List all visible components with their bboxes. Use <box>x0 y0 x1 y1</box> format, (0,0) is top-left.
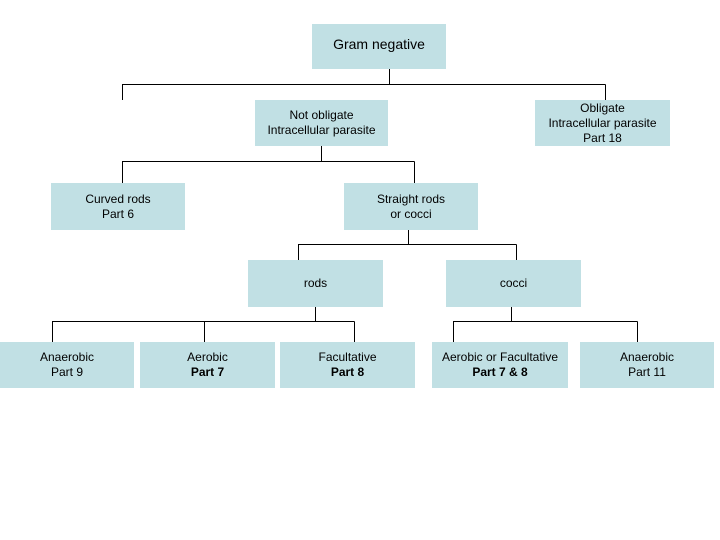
connector-root <box>122 69 606 100</box>
node-text-line: rods <box>303 276 328 290</box>
node-text-line: Not obligate <box>289 108 354 122</box>
connector-rods <box>52 307 355 342</box>
node-text-line: Curved rods <box>85 191 151 206</box>
node-text-line: Part 8 <box>330 365 365 379</box>
node-text-line: Gram negative <box>333 36 425 52</box>
node-rods: rods <box>248 260 383 307</box>
node-text-line: Anaerobic <box>39 350 95 364</box>
node-text-line: Part 9 <box>50 365 83 379</box>
node-text-line: Aerobic or Facultative <box>441 350 559 364</box>
node-text-line: Anaerobic <box>619 350 675 364</box>
connector-cocci <box>453 307 638 342</box>
node-text-line: Intracellular parasite <box>548 115 657 130</box>
node-text-line: Aerobic <box>187 350 228 364</box>
connector-not-obligate <box>122 146 415 183</box>
node-text-line: Obligate <box>580 100 625 115</box>
node-text-line: or cocci <box>390 206 432 221</box>
node-text-line: Straight rods <box>376 191 446 206</box>
node-text-line: Part 7 <box>190 365 225 379</box>
node-gram-negative: Gram negative <box>312 24 446 69</box>
node-text-line: Intracellular parasite <box>267 123 376 137</box>
node-text-line: Part 18 <box>583 130 622 145</box>
node-text-line: Part 7 & 8 <box>472 365 528 379</box>
node-text-line: cocci <box>499 276 528 290</box>
node-text-line: Facultative <box>318 350 377 364</box>
node-text-line: Part 11 <box>628 365 666 379</box>
node-cocci: cocci <box>446 260 581 307</box>
connector-straight <box>298 230 517 260</box>
node-text-line: Part 6 <box>101 206 134 221</box>
